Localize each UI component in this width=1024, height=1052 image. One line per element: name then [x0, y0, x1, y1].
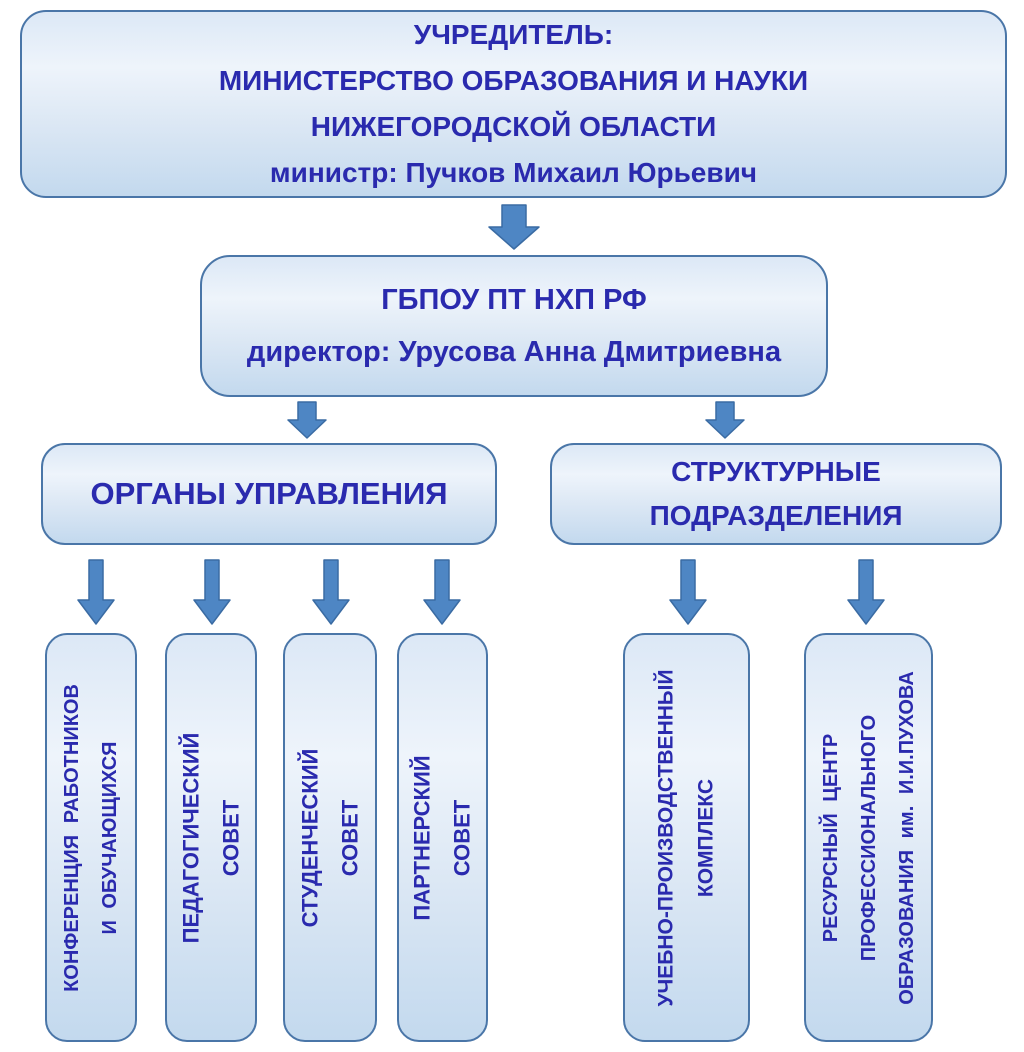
unit-label-line: И ОБУЧАЮЩИХСЯ [99, 740, 122, 935]
unit-box-partner-council: ПАРТНЕРСКИЙ СОВЕТ [397, 633, 488, 1042]
founder-line: МИНИСТЕРСТВО ОБРАЗОВАНИЯ И НАУКИ [218, 65, 809, 96]
unit-label-line: ОБРАЗОВАНИЯ им. И.И.ПУХОВА [895, 670, 918, 1005]
institution-box: ГБПОУ ПТ НХП РФ директор: Урусова Анна Д… [200, 255, 828, 397]
founder-line: НИЖЕГОРОДСКОЙ ОБЛАСТИ [310, 111, 717, 142]
structural-branch-line: ПОДРАЗДЕЛЕНИЯ [649, 500, 903, 531]
unit-label-line: СОВЕТ [449, 799, 475, 876]
down-arrow-icon [193, 559, 231, 625]
unit-label-line: РЕСУРСНЫЙ ЦЕНТР [819, 733, 842, 942]
unit-label-line: СТУДЕНЧЕСКИЙ [297, 748, 322, 927]
unit-box-pedagogical-council: ПЕДАГОГИЧЕСКИЙ СОВЕТ [165, 633, 257, 1042]
unit-box-training-production-complex: УЧЕБНО-ПРОИЗВОДСТВЕННЫЙ КОМПЛЕКС [623, 633, 750, 1042]
unit-label-line: КОНФЕРЕНЦИЯ РАБОТНИКОВ [61, 683, 84, 992]
down-arrow-icon [77, 559, 115, 625]
down-arrow-icon [287, 401, 327, 439]
unit-label-line: ПЕДАГОГИЧЕСКИЙ [178, 732, 204, 943]
founder-line: министр: Пучков Михаил Юрьевич [269, 157, 758, 188]
structural-branch-line: СТРУКТУРНЫЕ [671, 456, 881, 487]
down-arrow-icon [312, 559, 350, 625]
structural-branch-box: СТРУКТУРНЫЕ ПОДРАЗДЕЛЕНИЯ [550, 443, 1002, 545]
down-arrow-icon [423, 559, 461, 625]
institution-line: ГБПОУ ПТ НХП РФ [381, 284, 647, 316]
institution-line: директор: Урусова Анна Дмитриевна [246, 336, 782, 368]
unit-label-line: СОВЕТ [337, 799, 362, 876]
unit-label-line: КОМПЛЕКС [694, 778, 718, 897]
unit-label-line: ПРОФЕССИОНАЛЬНОГО [857, 714, 880, 961]
unit-label-line: ПАРТНЕРСКИЙ [409, 754, 435, 921]
unit-label-line: СОВЕТ [218, 799, 244, 876]
down-arrow-icon [847, 559, 885, 625]
down-arrow-icon [705, 401, 745, 439]
unit-box-resource-center: РЕСУРСНЫЙ ЦЕНТР ПРОФЕССИОНАЛЬНОГО ОБРАЗО… [804, 633, 933, 1042]
unit-box-student-council: СТУДЕНЧЕСКИЙ СОВЕТ [283, 633, 377, 1042]
down-arrow-icon [488, 204, 540, 250]
management-branch-box: ОРГАНЫ УПРАВЛЕНИЯ [41, 443, 497, 545]
founder-line: УЧРЕДИТЕЛЬ: [413, 19, 614, 50]
unit-box-conference: КОНФЕРЕНЦИЯ РАБОТНИКОВ И ОБУЧАЮЩИХСЯ [45, 633, 137, 1042]
management-branch-label: ОРГАНЫ УПРАВЛЕНИЯ [90, 476, 448, 511]
down-arrow-icon [669, 559, 707, 625]
unit-label-line: УЧЕБНО-ПРОИЗВОДСТВЕННЫЙ [654, 668, 678, 1007]
founder-box: УЧРЕДИТЕЛЬ: МИНИСТЕРСТВО ОБРАЗОВАНИЯ И Н… [20, 10, 1007, 198]
